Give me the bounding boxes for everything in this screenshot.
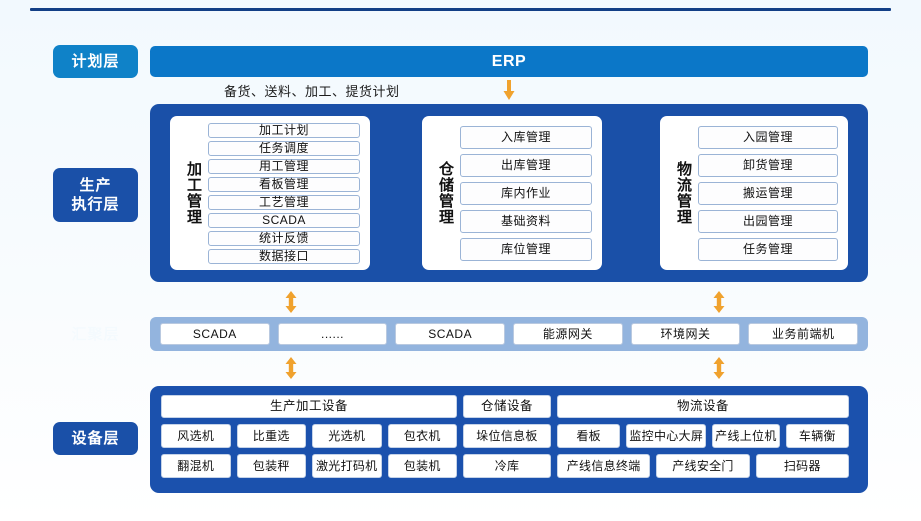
device-subrow-storage: 冷库 xyxy=(463,454,551,478)
execution-group-warehouse-title: 仓储管理 xyxy=(437,161,454,225)
layer-label-execution-line2: 执行层 xyxy=(71,196,120,213)
arrow-updown-icon xyxy=(713,357,725,379)
layer-label-execution: 生产 执行层 xyxy=(53,168,138,222)
device-subrow-production: 风选机 比重选 光选机 包衣机 xyxy=(161,424,457,448)
execution-item[interactable]: 出库管理 xyxy=(460,153,592,177)
execution-item[interactable]: 库内作业 xyxy=(460,181,592,205)
arrow-down-icon xyxy=(503,80,515,100)
execution-group-processing-items: 加工计划 任务调度 用工管理 看板管理 工艺管理 SCADA 统计反馈 数据接口 xyxy=(208,122,362,264)
execution-group-warehouse-items: 入库管理 出库管理 库内作业 基础资料 库位管理 xyxy=(460,125,594,261)
flow-caption: 备货、送料、加工、提货计划 xyxy=(224,84,400,99)
device-chip[interactable]: 扫码器 xyxy=(755,454,849,478)
device-chip[interactable]: 产线上位机 xyxy=(712,424,780,448)
device-group-head-storage: 仓储设备 xyxy=(463,395,551,418)
device-chip[interactable]: 冷库 xyxy=(463,454,551,478)
layer-label-execution-line1: 生产 xyxy=(79,177,112,194)
device-chip[interactable]: 看板 xyxy=(557,424,621,448)
device-chip[interactable]: 监控中心大屏 xyxy=(626,424,707,448)
device-chip[interactable]: 比重选 xyxy=(236,424,306,448)
execution-group-processing-title: 加工管理 xyxy=(185,161,202,225)
execution-item[interactable]: 搬运管理 xyxy=(698,181,838,205)
device-subrow-logistics: 看板 监控中心大屏 产线上位机 车辆衡 xyxy=(557,424,850,448)
execution-item[interactable]: 数据接口 xyxy=(208,248,360,264)
execution-group-warehouse: 仓储管理 入库管理 出库管理 库内作业 基础资料 库位管理 xyxy=(422,116,602,270)
device-group-head-production: 生产加工设备 xyxy=(161,395,457,418)
erp-title: ERP xyxy=(491,52,527,70)
execution-item[interactable]: 任务管理 xyxy=(698,237,838,261)
layer-label-aggregation-text: 汇聚层 xyxy=(71,326,120,343)
device-subrow-logistics: 产线信息终端 产线安全门 扫码器 xyxy=(557,454,849,478)
device-chip[interactable]: 风选机 xyxy=(161,424,231,448)
aggregation-item[interactable]: SCADA xyxy=(395,323,506,345)
aggregation-item[interactable]: SCADA xyxy=(160,323,270,345)
device-group-head-logistics: 物流设备 xyxy=(557,395,849,418)
aggregation-item[interactable]: ...... xyxy=(277,323,388,345)
aggregation-item[interactable]: 环境网关 xyxy=(630,323,741,345)
device-row-2: 翻混机 包装秤 激光打码机 包装机 冷库 产线信息终端 产线安全门 扫码器 xyxy=(161,454,857,478)
device-chip[interactable]: 翻混机 xyxy=(161,454,231,478)
device-subrow-production: 翻混机 包装秤 激光打码机 包装机 xyxy=(161,454,457,478)
layer-label-plan: 计划层 xyxy=(53,45,138,78)
device-chip[interactable]: 包衣机 xyxy=(387,424,457,448)
execution-item[interactable]: 用工管理 xyxy=(208,158,360,174)
layer-label-aggregation: 汇聚层 xyxy=(53,318,138,351)
device-chip[interactable]: 产线安全门 xyxy=(656,454,750,478)
execution-item[interactable]: 统计反馈 xyxy=(208,230,360,246)
execution-item[interactable]: 任务调度 xyxy=(208,140,360,156)
execution-item[interactable]: 看板管理 xyxy=(208,176,360,192)
device-chip[interactable]: 包装秤 xyxy=(236,454,306,478)
layer-label-plan-text: 计划层 xyxy=(71,53,120,70)
device-row-1: 风选机 比重选 光选机 包衣机 垛位信息板 看板 监控中心大屏 产线上位机 车辆… xyxy=(161,424,857,448)
device-chip[interactable]: 包装机 xyxy=(387,454,457,478)
execution-item[interactable]: 基础资料 xyxy=(460,209,592,233)
erp-bar[interactable]: ERP xyxy=(150,46,868,77)
execution-group-logistics: 物流管理 入园管理 卸货管理 搬运管理 出园管理 任务管理 xyxy=(660,116,848,270)
execution-item[interactable]: 出园管理 xyxy=(698,209,838,233)
arrow-updown-icon xyxy=(713,291,725,313)
execution-item[interactable]: SCADA xyxy=(208,212,360,228)
device-subrow-storage: 垛位信息板 xyxy=(463,424,551,448)
execution-item[interactable]: 加工计划 xyxy=(208,122,360,138)
device-layer-band: 生产加工设备 仓储设备 物流设备 风选机 比重选 光选机 包衣机 垛位信息板 看… xyxy=(150,386,868,493)
aggregation-item[interactable]: 能源网关 xyxy=(513,323,623,345)
execution-item[interactable]: 入园管理 xyxy=(698,125,838,149)
layer-label-device-text: 设备层 xyxy=(71,430,120,447)
aggregation-item[interactable]: 业务前端机 xyxy=(748,323,859,345)
arrow-updown-icon xyxy=(285,291,297,313)
device-chip[interactable]: 车辆衡 xyxy=(785,424,850,448)
execution-item[interactable]: 入库管理 xyxy=(460,125,592,149)
execution-group-processing: 加工管理 加工计划 任务调度 用工管理 看板管理 工艺管理 SCADA 统计反馈… xyxy=(170,116,370,270)
execution-item[interactable]: 库位管理 xyxy=(460,237,592,261)
device-chip[interactable]: 垛位信息板 xyxy=(463,424,551,448)
layer-label-device: 设备层 xyxy=(53,422,138,455)
aggregation-layer-band: SCADA ...... SCADA 能源网关 环境网关 业务前端机 xyxy=(150,317,868,351)
device-chip[interactable]: 激光打码机 xyxy=(312,454,382,478)
device-chip[interactable]: 光选机 xyxy=(312,424,382,448)
execution-layer-band: 加工管理 加工计划 任务调度 用工管理 看板管理 工艺管理 SCADA 统计反馈… xyxy=(150,104,868,282)
execution-group-logistics-title: 物流管理 xyxy=(675,161,692,225)
execution-group-logistics-items: 入园管理 卸货管理 搬运管理 出园管理 任务管理 xyxy=(698,125,840,261)
device-group-heads: 生产加工设备 仓储设备 物流设备 xyxy=(161,395,857,418)
header-divider xyxy=(30,8,891,11)
execution-item[interactable]: 工艺管理 xyxy=(208,194,360,210)
execution-item[interactable]: 卸货管理 xyxy=(698,153,838,177)
arrow-updown-icon xyxy=(285,357,297,379)
layer-label-execution-text: 生产 执行层 xyxy=(71,176,119,214)
device-chip[interactable]: 产线信息终端 xyxy=(557,454,651,478)
